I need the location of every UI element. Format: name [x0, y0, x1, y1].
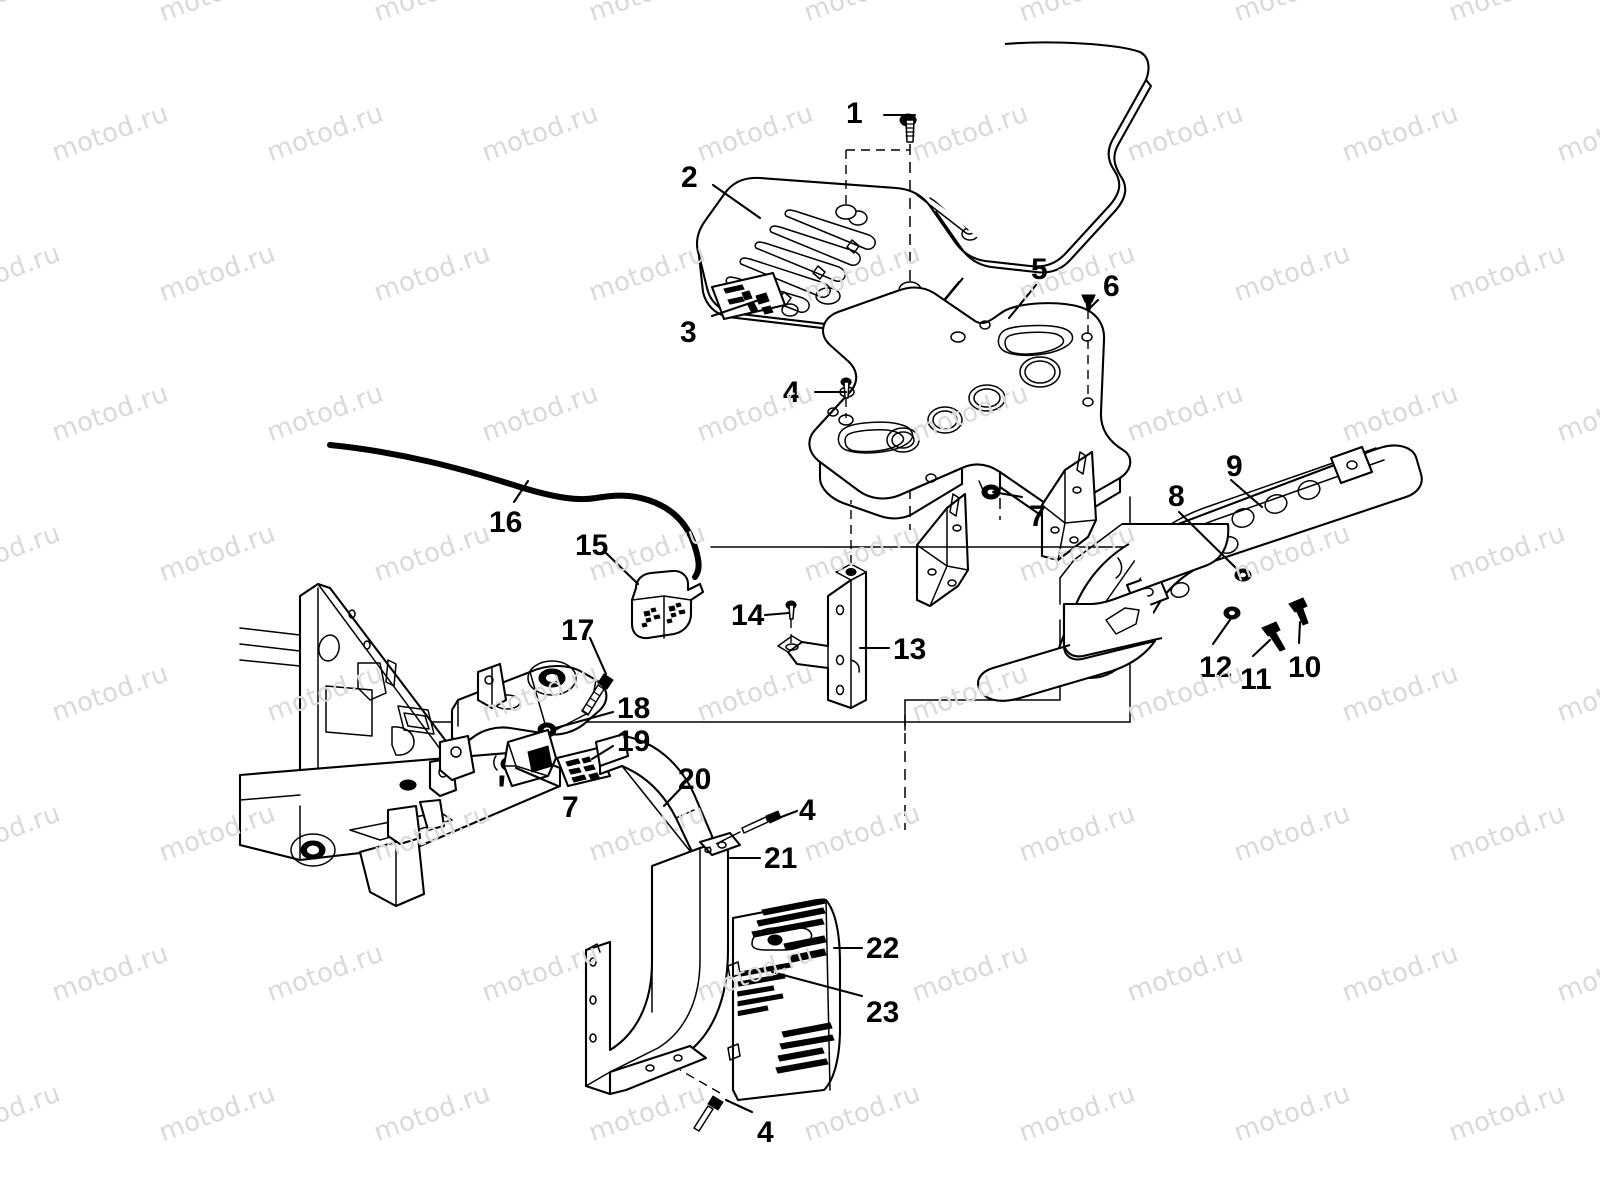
callout-number-4a[interactable]: 4	[783, 376, 800, 409]
part-10-bolt-outer	[1288, 597, 1309, 626]
callout-number-17[interactable]: 17	[561, 614, 595, 647]
part-15-taillight	[630, 569, 705, 640]
leader-15	[603, 550, 640, 586]
callout-number-16[interactable]: 16	[489, 506, 523, 539]
leader-3	[710, 297, 764, 318]
callout-number-7a[interactable]: 7	[1029, 500, 1046, 533]
callout-number-23[interactable]: 23	[866, 996, 900, 1029]
callout-number-15[interactable]: 15	[575, 529, 609, 562]
leader-20	[662, 784, 685, 808]
swingarm-block	[502, 728, 558, 788]
leader-18	[550, 710, 615, 731]
callout-number-19[interactable]: 19	[617, 725, 651, 758]
part-3-running-board-decal	[710, 271, 787, 321]
callout-number-3[interactable]: 3	[680, 316, 697, 349]
part-17-pivot-bolt	[581, 673, 614, 716]
callout-number-20[interactable]: 20	[678, 763, 712, 796]
part-16-wire-harness	[327, 442, 702, 580]
leader-4b	[774, 809, 799, 821]
callout-number-18[interactable]: 18	[617, 692, 651, 725]
leader-6	[1086, 298, 1100, 312]
callout-number-7b[interactable]: 7	[562, 791, 579, 824]
callout-number-8[interactable]: 8	[1168, 480, 1185, 513]
part-13-taillight-bracket	[777, 500, 868, 710]
leader-23	[770, 970, 864, 998]
leader-12	[1211, 615, 1234, 646]
part-9-rear-bumper	[977, 444, 1423, 702]
part-23-snow-flap-decal	[735, 898, 835, 1074]
callout-number-11[interactable]: 11	[1240, 663, 1272, 696]
leader-16	[512, 479, 530, 504]
part-4-screw-upper	[838, 377, 854, 426]
bumper-mount-legs	[915, 450, 1098, 608]
callout-number-4c[interactable]: 4	[757, 1116, 774, 1149]
callout-number-6[interactable]: 6	[1103, 270, 1120, 303]
part-4-screw-mid	[707, 810, 782, 849]
leader-10	[1297, 620, 1302, 645]
callout-number-10[interactable]: 10	[1288, 651, 1322, 684]
part-5-bumper-mount-plate	[808, 286, 1132, 523]
callout-number-9[interactable]: 9	[1226, 450, 1243, 483]
part-21-snow-flap-bracket	[584, 831, 742, 1096]
leader-2	[711, 183, 762, 220]
callout-number-22[interactable]: 22	[866, 932, 900, 965]
part-6-push-rivet	[1081, 294, 1096, 400]
leader-9	[1229, 478, 1264, 509]
leader-4c	[724, 1098, 754, 1114]
leader-14	[763, 611, 791, 617]
leader-19	[590, 744, 615, 761]
callout-number-5[interactable]: 5	[1031, 253, 1048, 286]
chassis-bulkhead-assembly	[238, 582, 608, 908]
leader-8	[1177, 510, 1242, 574]
leader-11	[1251, 638, 1272, 658]
leader-7a	[991, 490, 1024, 499]
part-12-locknut	[1223, 606, 1241, 620]
part-14-screw	[785, 600, 797, 643]
leader-17	[588, 636, 608, 676]
callout-number-12[interactable]: 12	[1199, 651, 1233, 684]
part-7-nut-upper	[978, 480, 1001, 500]
callout-number-4b[interactable]: 4	[799, 794, 816, 827]
callout-number-1[interactable]: 1	[846, 97, 863, 130]
part-4-screw-bottom	[679, 1069, 724, 1132]
part-11-bolt-inner	[1261, 621, 1286, 652]
leader-5	[1007, 283, 1038, 320]
callout-number-13[interactable]: 13	[893, 633, 927, 666]
callout-number-2[interactable]: 2	[681, 161, 698, 194]
part-19-bushing	[555, 746, 612, 788]
callout-number-21[interactable]: 21	[764, 842, 798, 875]
part-20-support-rod	[594, 732, 714, 858]
callout-number-14[interactable]: 14	[731, 599, 765, 632]
leader-7b	[514, 766, 560, 788]
